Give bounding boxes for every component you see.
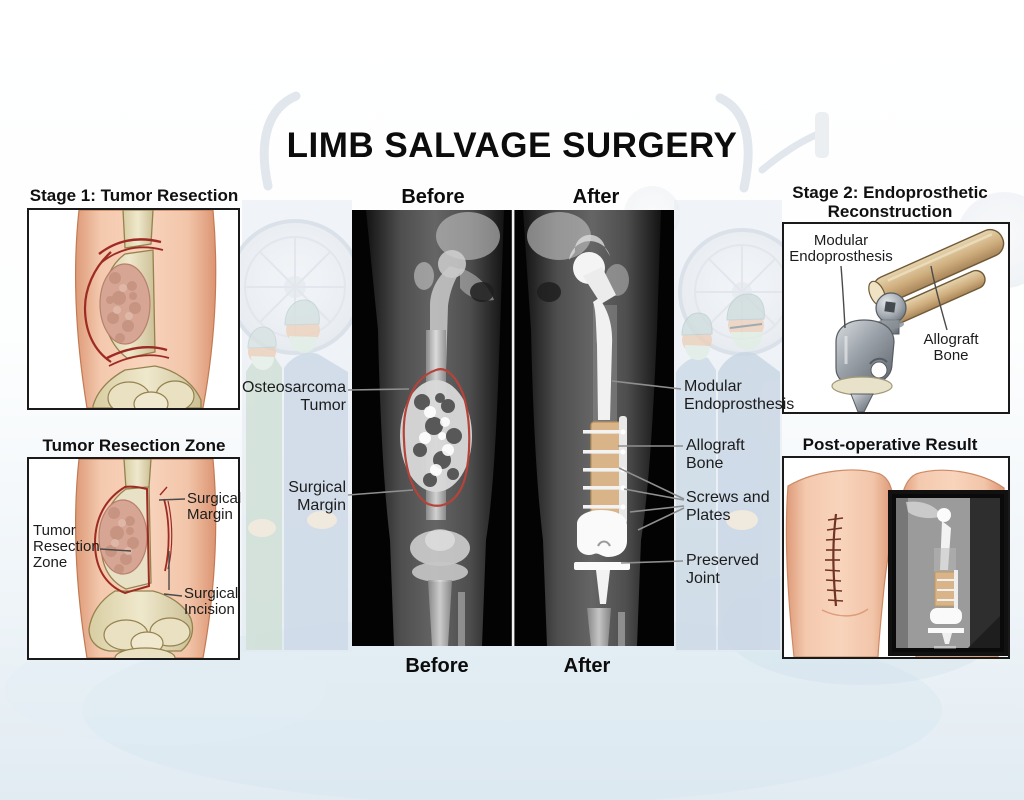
knee-crease — [821, 608, 869, 617]
greater-trochanter — [414, 262, 434, 290]
fibula — [458, 592, 465, 646]
stage1-illustration-box — [27, 208, 240, 410]
callout-allograft-bone: Allograft Bone — [686, 437, 745, 472]
tumor-mass — [400, 368, 472, 507]
xray-before-side — [366, 210, 504, 646]
callout-preserved-joint: Preserved Joint — [686, 552, 759, 587]
callout-surgical-margin: Surgical Margin — [288, 479, 346, 514]
label-surgical-margin: Surgical Margin — [187, 490, 242, 523]
xray-image — [352, 210, 674, 646]
patella-glow — [425, 529, 455, 551]
modular-endoprosthesis-graphic — [831, 292, 907, 412]
light-arms — [259, 91, 822, 193]
knee-implant-mini — [930, 608, 962, 624]
hip-prosthesis — [569, 234, 616, 420]
femur-shaft-top — [122, 210, 154, 249]
patella — [133, 391, 169, 408]
obturator-foramen — [537, 282, 561, 302]
xray-panel — [352, 210, 674, 646]
blue-wash — [5, 635, 325, 745]
tibia — [428, 580, 452, 646]
plate-and-screws — [583, 416, 627, 524]
resection-zone-outline — [93, 485, 151, 595]
page-title: LIMB SALVAGE SURGERY — [286, 126, 738, 165]
iliac-bone — [436, 212, 500, 260]
before-label-top: Before — [401, 186, 465, 208]
fibula — [618, 612, 625, 646]
postop-illustration-box — [782, 456, 1010, 659]
after-label-top: After — [572, 186, 620, 208]
iliac-bone — [527, 212, 591, 260]
knee-prosthesis — [574, 510, 630, 604]
xray-divider — [511, 210, 515, 646]
resection-zone-illustration — [74, 459, 217, 658]
tumor-outline-red — [402, 368, 471, 507]
obturator-foramen — [470, 282, 494, 302]
femur-shaft-top — [123, 459, 152, 490]
before-label-bottom: Before — [405, 655, 469, 677]
tibial-plateau — [412, 562, 468, 582]
light-pole — [815, 112, 829, 158]
resection-zone-illustration-box — [27, 457, 240, 660]
postop-xray-inset — [888, 490, 1008, 656]
callout-osteosarcoma-tumor: Osteosarcoma Tumor — [241, 379, 346, 414]
after-label-bottom: After — [563, 655, 611, 677]
surgeon-figures-right — [676, 293, 780, 650]
stage1-illustration — [74, 210, 217, 408]
resection-zone-heading: Tumor Resection Zone — [42, 436, 226, 455]
surgeon-figures-left — [246, 299, 348, 650]
postop-heading: Post-operative Result — [802, 435, 978, 454]
stage2-heading: Stage 2: Endoprosthetic Reconstruction — [792, 183, 988, 221]
label-allograft-bone: Allograft Bone — [923, 331, 979, 364]
tibia-top — [114, 647, 176, 658]
stage1-heading: Stage 1: Tumor Resection — [29, 186, 239, 205]
left-leg — [785, 469, 895, 657]
callout-screws-and-plates: Screws and Plates — [686, 489, 770, 524]
pelvis-mini — [906, 501, 942, 519]
postop-illustration — [785, 469, 1008, 657]
tumor-shape — [98, 499, 148, 575]
label-modular-endoprosthesis: Modular Endoprosthesis — [789, 232, 893, 265]
resection-cut-lines — [83, 238, 170, 367]
suture-line — [824, 513, 844, 607]
hip-ball-mini — [937, 508, 951, 522]
tumor-shape — [99, 263, 151, 345]
callout-modular-endoprosthesis: Modular Endoprosthesis — [684, 378, 795, 413]
label-tumor-resection-zone: Tumor Resection Zone — [33, 522, 100, 571]
tibia — [587, 608, 611, 646]
label-surgical-incision: Surgical Incision — [184, 585, 239, 618]
